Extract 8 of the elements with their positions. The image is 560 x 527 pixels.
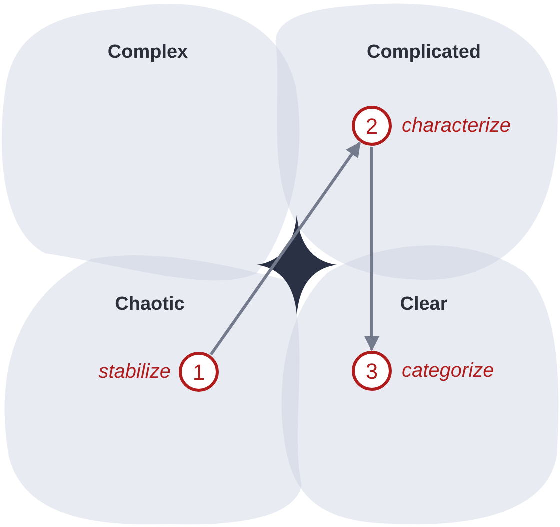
step-action-label: characterize (402, 114, 511, 139)
domain-title: Clear (400, 292, 448, 317)
domain-title: Complicated (366, 40, 482, 65)
step-action-label: categorize (402, 359, 494, 384)
arrow (364, 147, 380, 352)
domain-title: Chaotic (115, 292, 185, 317)
domain-title: Complex (108, 40, 188, 65)
step-action-label: stabilize (98, 360, 171, 385)
